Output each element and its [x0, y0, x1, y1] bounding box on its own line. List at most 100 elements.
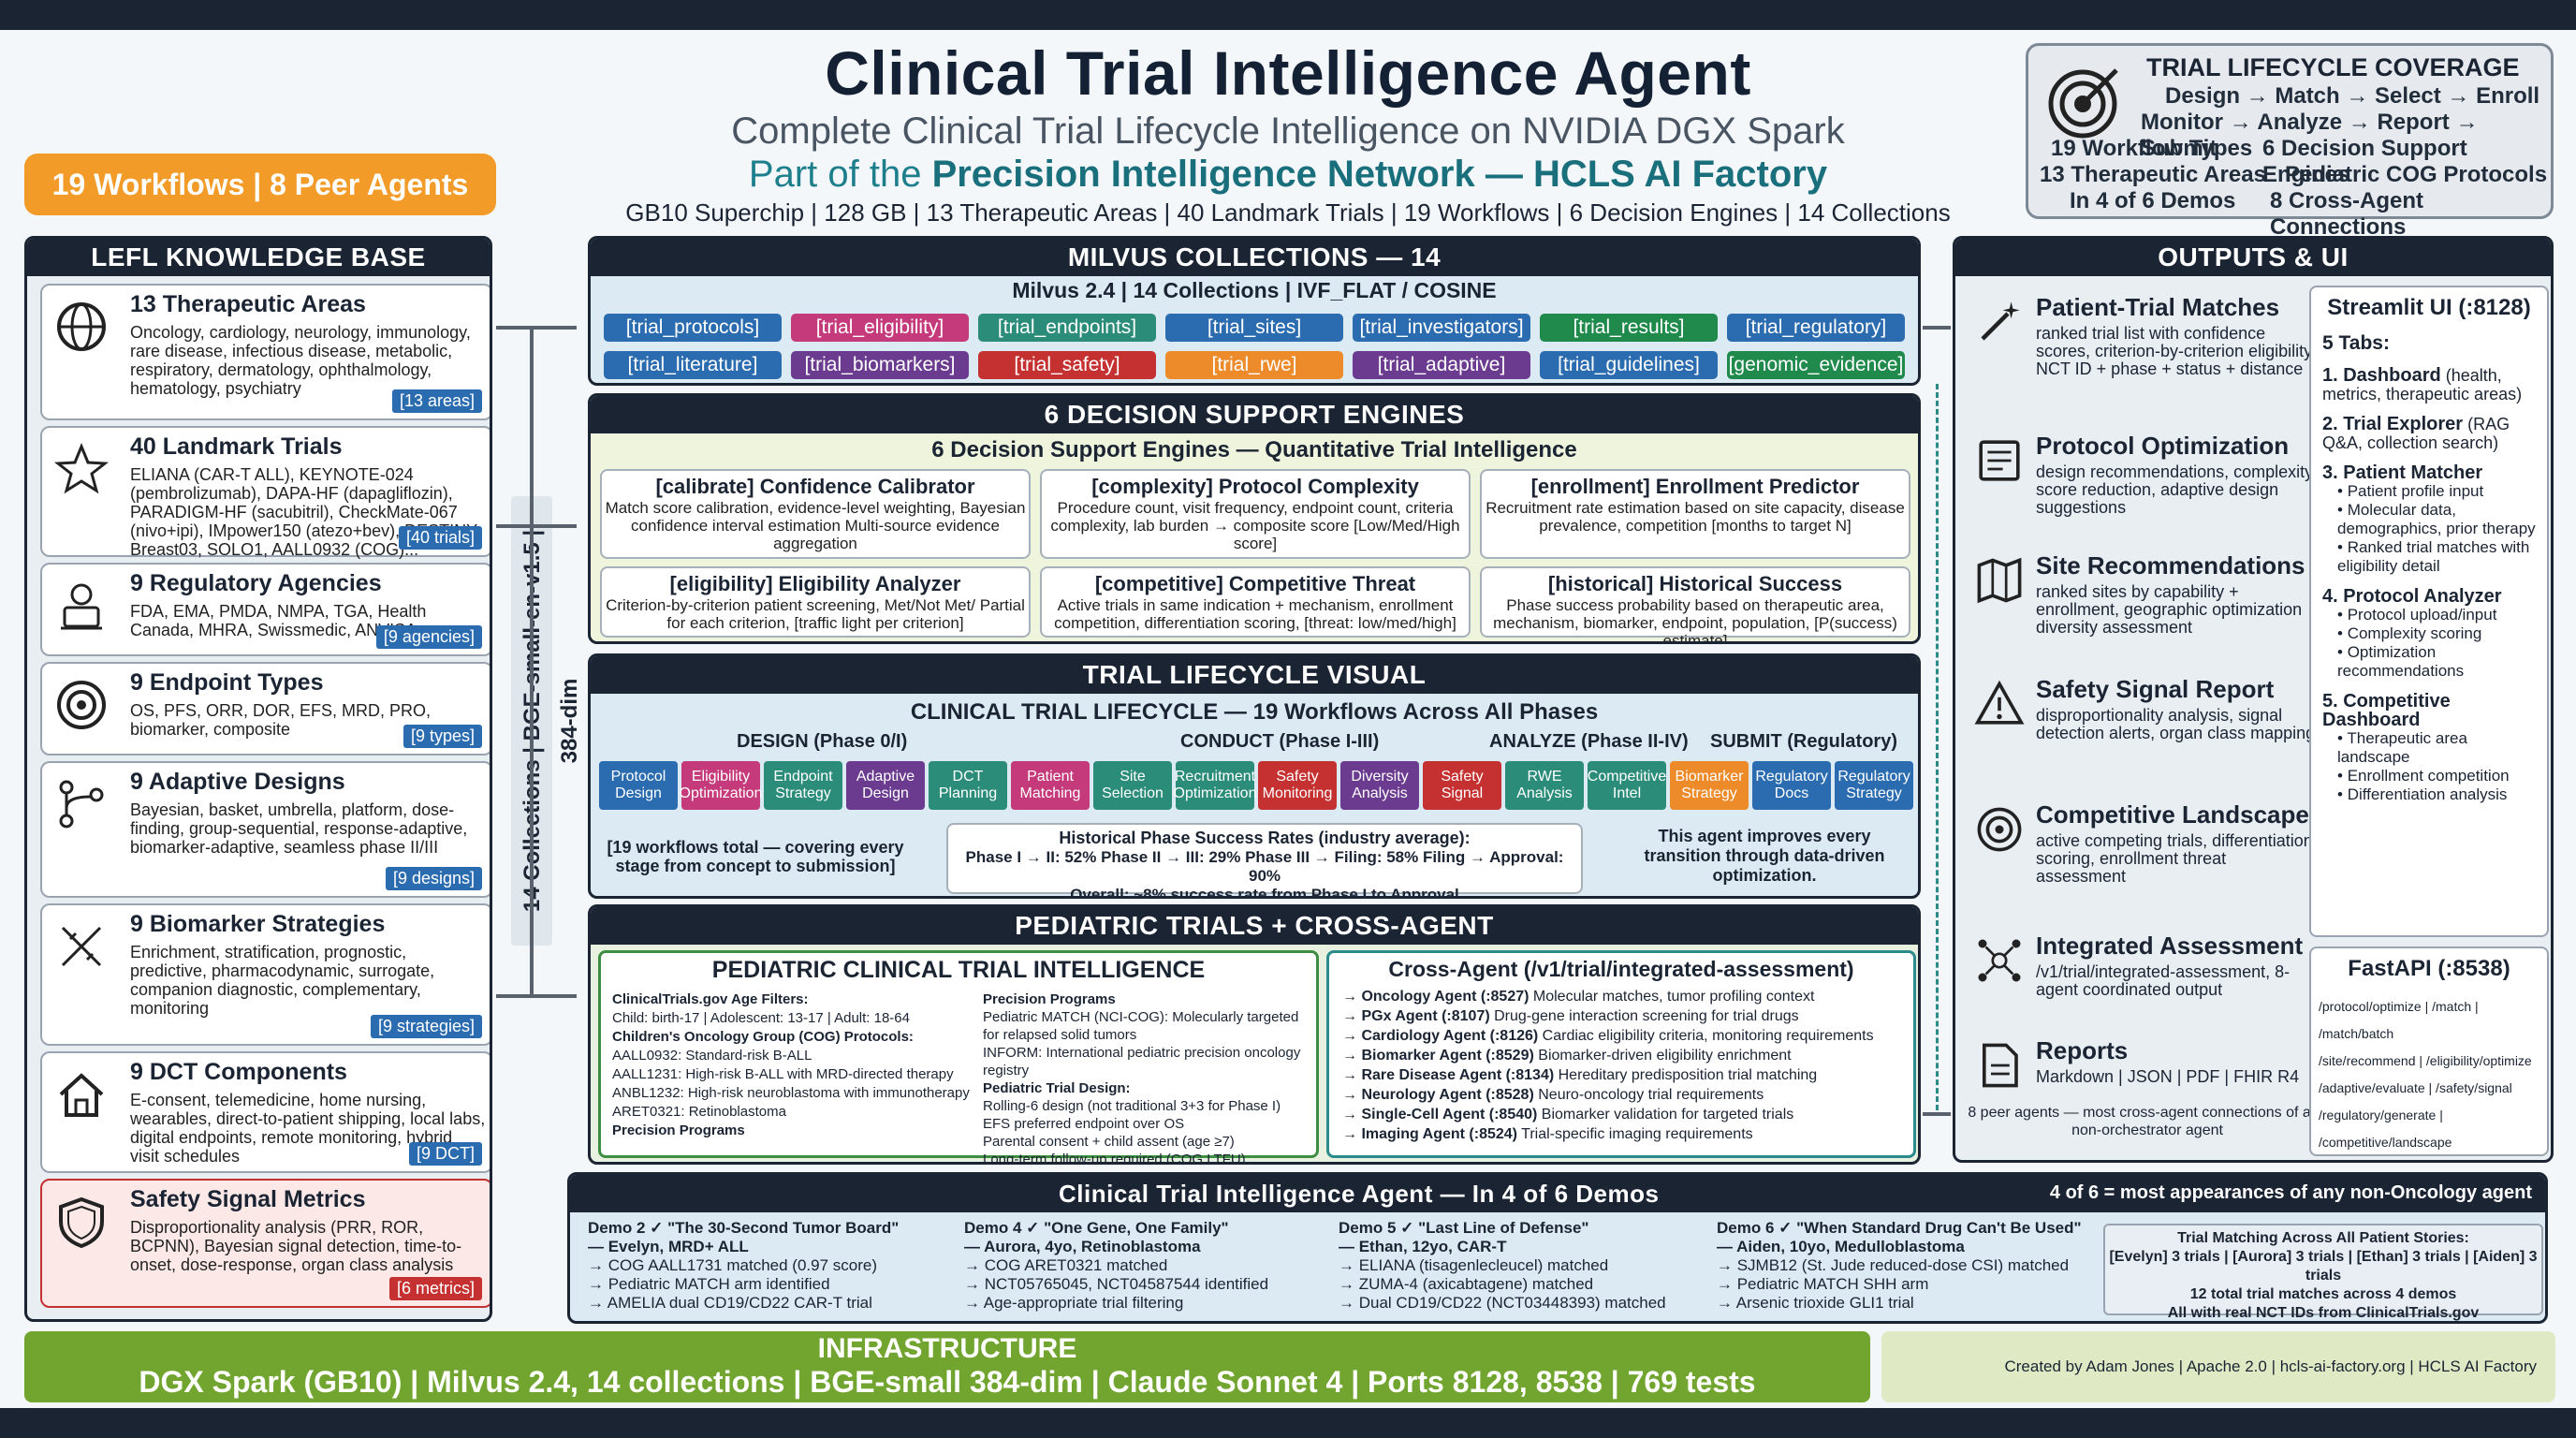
- fastapi-endpoint: /regulatory/generate | /competitive/land…: [2319, 1108, 2452, 1150]
- demos-panel: Clinical Trial Intelligence Agent — In 4…: [567, 1172, 2548, 1324]
- tab-group: 2. Trial Explorer (RAG Q&A, collection s…: [2322, 415, 2543, 452]
- fastapi-endpoint: /adaptive/evaluate | /safety/signal: [2319, 1080, 2512, 1095]
- demos-note: 4 of 6 = most appearances of any non-Onc…: [2049, 1182, 2532, 1203]
- engine-desc: Recruitment rate estimation based on sit…: [1486, 499, 1905, 535]
- kb-card-desc: Enrichment, stratification, prognostic, …: [130, 943, 435, 1018]
- kb-card-title: 9 Regulatory Agencies: [130, 570, 382, 596]
- workflow-note-right: This agent improves every transition thr…: [1644, 827, 1885, 885]
- kb-card-tag: [13 areas]: [391, 389, 482, 413]
- cross-agent-name: Biomarker Agent (:8529): [1361, 1048, 1534, 1064]
- workflow-chip: Regulatory Strategy: [1835, 761, 1913, 810]
- bullet-dot: •: [2337, 538, 2348, 556]
- cross-agent-name: Neurology Agent (:8528): [1361, 1087, 1534, 1103]
- cross-agent-desc: Hereditary predisposition trial matching: [1558, 1067, 1818, 1083]
- engine-title: [competitive] Competitive Threat: [1094, 572, 1416, 595]
- kb-card-title: 9 Adaptive Designs: [130, 769, 345, 795]
- network-name: Precision Intelligence Network — HCLS AI…: [931, 154, 1828, 195]
- output-desc: active competing trials, differentiation…: [2036, 831, 2313, 886]
- demo-line: — Aurora, 4yo, Retinoblastoma: [964, 1238, 1201, 1255]
- demo-line: → Dual CD19/CD22 (NCT03448393) matched: [1339, 1294, 1666, 1312]
- summary-line-2: 12 total trial matches across 4 demos: [2189, 1286, 2457, 1302]
- historical-title: Historical Phase Success Rates (industry…: [1059, 829, 1471, 847]
- workflow-chip: RWE Analysis: [1505, 761, 1584, 810]
- tab-group: 1. Dashboard (health, metrics, therapeut…: [2322, 366, 2543, 404]
- tab-bullet: • Ranked trial matches with eligibility …: [2322, 538, 2543, 576]
- kb-card-title: 9 Endpoint Types: [130, 669, 324, 696]
- pediatric-title: PEDIATRIC TRIALS + CROSS-AGENT: [591, 907, 1918, 945]
- output-title: Safety Signal Report: [2036, 675, 2275, 703]
- pediatric-line: Rolling-6 design (not traditional 3+3 fo…: [983, 1098, 1281, 1114]
- collection-chip: [trial_sites]: [1165, 314, 1343, 342]
- pediatric-line: AALL1231: High-risk B-ALL with MRD-direc…: [612, 1066, 954, 1082]
- cross-agent-title: Cross-Agent (/v1/trial/integrated-assess…: [1388, 957, 1854, 981]
- kb-card-title: Safety Signal Metrics: [130, 1186, 366, 1212]
- output-title: Integrated Assessment: [2036, 932, 2304, 960]
- infrastructure-bar: INFRASTRUCTURE DGX Spark (GB10) | Milvus…: [24, 1331, 1870, 1402]
- workflow-note-left: [19 workflows total — covering every sta…: [607, 838, 904, 875]
- ui-column: Streamlit UI (:8128) 5 Tabs: 1. Dashboar…: [2309, 286, 2549, 1156]
- coverage-left-3: In 4 of 6 Demos: [2070, 188, 2236, 213]
- pediatric-line: Long-term follow-up required (COG LTFU): [983, 1152, 1246, 1165]
- arrow-icon: →: [1342, 989, 1362, 1005]
- pediatric-left-column: ClinicalTrials.gov Age Filters:Child: bi…: [612, 990, 987, 1140]
- demos-title: Clinical Trial Intelligence Agent — In 4…: [570, 1175, 2545, 1212]
- output-title: Patient-Trial Matches: [2036, 293, 2280, 321]
- kb-card-tag: [9 agencies]: [375, 625, 482, 649]
- page-title: Clinical Trial Intelligence Agent: [825, 38, 1751, 108]
- demo-line: — Evelyn, MRD+ ALL: [588, 1238, 749, 1255]
- demo-line: → ELIANA (tisagenlecleucel) matched: [1339, 1256, 1609, 1274]
- workflow-chip: Endpoint Strategy: [764, 761, 842, 810]
- engines-panel: 6 DECISION SUPPORT ENGINES 6 Decision Su…: [588, 393, 1921, 644]
- trial-match-summary: Trial Matching Across All Patient Storie…: [2103, 1224, 2543, 1321]
- workflow-chip: Protocol Design: [599, 761, 678, 810]
- output-desc: design recommendations, complexity score…: [2036, 462, 2314, 517]
- cross-agent-desc: Biomarker-driven eligibility enrichment: [1538, 1048, 1792, 1064]
- engine-title: [complexity] Protocol Complexity: [1091, 475, 1419, 498]
- arrow-vertical: [530, 326, 534, 994]
- arrow: [496, 326, 577, 330]
- demo-line: — Aiden, 10yo, Medulloblastoma: [1717, 1238, 1965, 1255]
- kb-card-title: 9 Biomarker Strategies: [130, 911, 386, 937]
- bullet-dot: •: [2337, 501, 2348, 519]
- network-icon: [1978, 939, 2021, 982]
- summary-line-1: [Evelyn] 3 trials | [Aurora] 3 trials | …: [2109, 1249, 2538, 1284]
- report-icon: [1983, 1043, 2018, 1088]
- engine-desc: Phase success probability based on thera…: [1493, 596, 1897, 644]
- fastapi-endpoints: /protocol/optimize | /match | /match/bat…: [2319, 993, 2545, 1160]
- coverage-line-1: Design → Match → Select → Enroll: [2165, 83, 2540, 109]
- demo-title: Demo 5 ✓ "Last Line of Defense": [1339, 1219, 1589, 1237]
- kb-card-title: 40 Landmark Trials: [130, 433, 343, 460]
- tab-extra: (RAG Q&A, collection search): [2322, 415, 2510, 452]
- output-desc: disproportionality analysis, signal dete…: [2036, 706, 2316, 742]
- cross-agent-name: Cardiology Agent (:8126): [1361, 1028, 1539, 1044]
- cross-agent-name: Single-Cell Agent (:8540): [1361, 1107, 1538, 1123]
- cross-agent-name: PGx Agent (:8107): [1361, 1008, 1490, 1024]
- knowledge-base-panel: LEFL KNOWLEDGE BASE 13 Therapeutic Areas…: [24, 236, 492, 1322]
- demo-card: Demo 6 ✓ "When Standard Drug Can't Be Us…: [1717, 1219, 2091, 1313]
- dashed-connector: [1936, 384, 1939, 1110]
- cross-agent-desc: Molecular matches, tumor profiling conte…: [1532, 989, 1815, 1005]
- collection-chip: [trial_results]: [1540, 314, 1718, 342]
- demo-line: → NCT05765045, NCT04587544 identified: [964, 1275, 1269, 1293]
- collection-chip: [trial_endpoints]: [978, 314, 1156, 342]
- outputs-title: OUTPUTS & UI: [1955, 239, 2551, 276]
- kb-card-tag: [9 DCT]: [408, 1142, 482, 1166]
- bullet-dot: •: [2337, 785, 2348, 803]
- collection-chip: [trial_investigators]: [1353, 314, 1530, 342]
- workflow-chip: Safety Signal: [1423, 761, 1501, 810]
- page-subtitle: Complete Clinical Trial Lifecycle Intell…: [731, 110, 1845, 152]
- target-icon: [1977, 807, 2022, 852]
- kb-card-title: 13 Therapeutic Areas: [130, 291, 366, 317]
- pediatric-line: ARET0321: Retinoblastoma: [612, 1104, 786, 1120]
- demo-line: → COG ARET0321 matched: [964, 1256, 1168, 1274]
- arrow-icon: →: [1342, 1067, 1362, 1083]
